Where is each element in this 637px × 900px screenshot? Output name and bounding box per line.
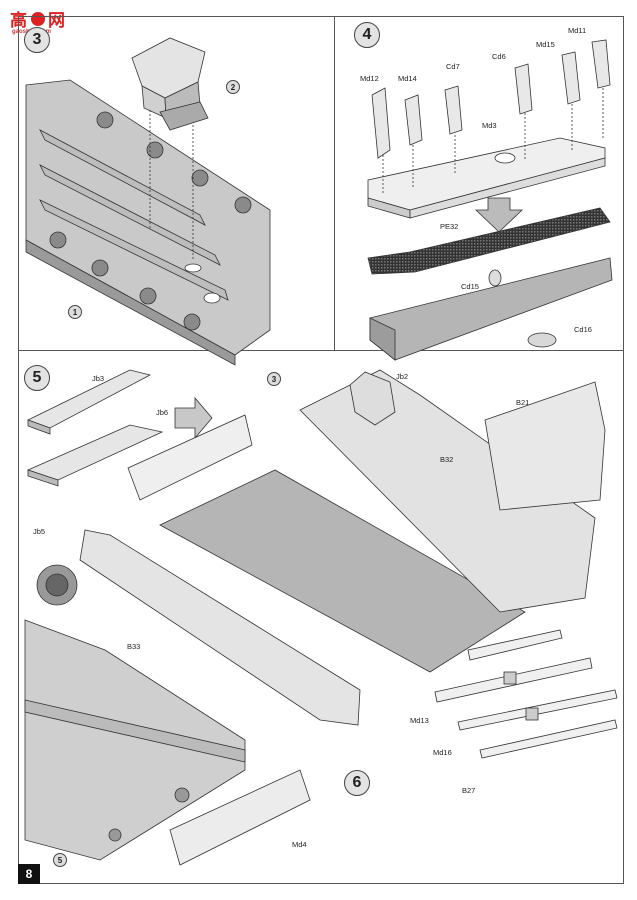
label-Jb3: Jb3 [92,374,105,383]
step-number-3: 3 [24,27,50,53]
label-B32: B32 [440,455,454,464]
label-Jb2: Jb2 [396,372,409,381]
ref-part-3: 3 [267,372,281,386]
label-Cd15: Cd15 [461,282,479,291]
step-number-6: 6 [344,770,370,796]
step5-hull-assembly [26,369,618,759]
divider-vertical [334,16,336,350]
label-Md3: Md3 [482,121,497,130]
step4-parts [367,39,613,361]
ref-part-2: 2 [226,80,240,94]
step6-hull-side [24,619,311,866]
label-B21: B21 [516,398,530,407]
label-Md11: Md11 [568,26,587,35]
label-Cd7: Cd7 [446,62,460,71]
page-number: 8 [18,864,40,884]
label-PE32: PE32 [440,222,459,231]
step-number-4: 4 [354,22,380,48]
label-B33: B33 [127,642,141,651]
label-Md14: Md14 [398,74,417,83]
step-number-5: 5 [24,365,50,391]
label-Cd6: Cd6 [492,52,506,61]
step3-hull-floor [25,37,271,366]
label-Cd16: Cd16 [574,325,592,334]
label-Md15: Md15 [536,40,555,49]
label-Md4: Md4 [292,840,307,849]
label-Md12: Md12 [360,74,379,83]
page-frame [18,16,624,884]
label-Jb5: Jb5 [33,527,46,536]
label-Jb6: Jb6 [156,408,169,417]
ref-part-1: 1 [68,305,82,319]
label-B27: B27 [462,786,476,795]
divider-horizontal [18,350,624,352]
label-Md16: Md16 [433,748,452,757]
ref-part-5: 5 [53,853,67,867]
label-Md13: Md13 [410,716,429,725]
